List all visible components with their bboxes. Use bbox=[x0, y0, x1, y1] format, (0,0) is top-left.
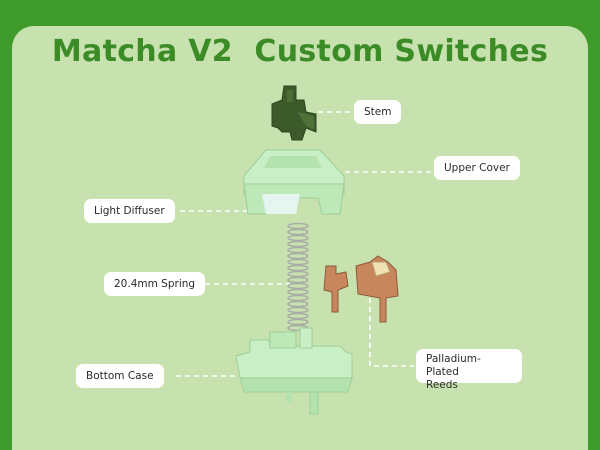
reeds-label: Palladium-Plated Reeds bbox=[416, 349, 522, 391]
page-title: Matcha V2 Custom Switches bbox=[51, 34, 549, 69]
upper-cover-part bbox=[243, 149, 345, 215]
reeds-leader-line bbox=[369, 298, 414, 367]
light-diffuser-label: Light Diffuser bbox=[84, 199, 175, 223]
reeds-label-line1: Palladium-Plated bbox=[426, 353, 481, 378]
upper-cover-label: Upper Cover bbox=[434, 156, 520, 180]
stem-part bbox=[271, 85, 317, 141]
reeds-label-line2: Reeds bbox=[426, 379, 458, 391]
bottom-case-label: Bottom Case bbox=[76, 364, 164, 388]
stem-label: Stem bbox=[354, 100, 402, 124]
reeds-part bbox=[323, 255, 399, 323]
bottom-case-part bbox=[235, 327, 353, 415]
spring-part bbox=[287, 222, 309, 332]
spring-label: 20.4mm Spring bbox=[104, 272, 206, 296]
